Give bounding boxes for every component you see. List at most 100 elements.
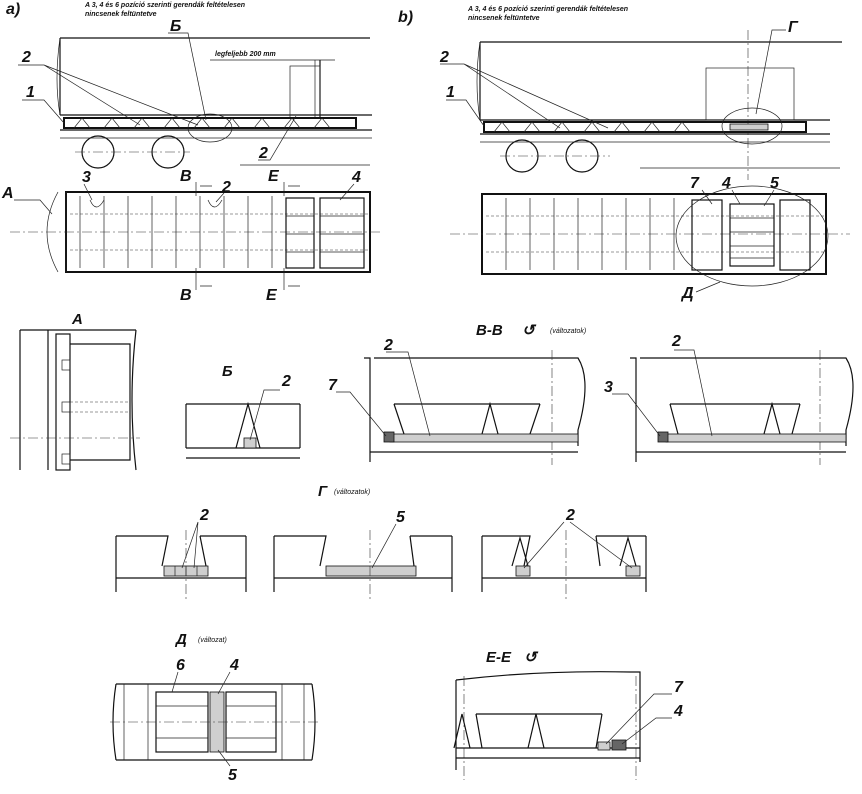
floor-insert-b (729, 123, 769, 131)
view-G3-frame (481, 535, 647, 592)
plan-block-lines (286, 215, 364, 253)
section-VV2-block (657, 431, 669, 443)
leader-1 (22, 99, 65, 124)
plan-b-cross (505, 198, 675, 270)
callout-plan-A: А (1, 185, 14, 202)
leader-b-7 (701, 189, 713, 205)
plan-hatches (89, 199, 223, 208)
wagon-body-outline (59, 37, 372, 131)
section-EE-gussets (453, 713, 545, 749)
variant-b-label: b) (398, 9, 413, 26)
leader-b-2 (440, 63, 609, 129)
view-G-subtitle: (változatok) (334, 489, 370, 496)
view-B-block (243, 437, 257, 449)
leader-b-5 (763, 189, 775, 207)
view-G1-leader (181, 521, 199, 569)
variant-a-note-line1: A 3, 4 és 6 pozíció szerinti gerendák fe… (84, 2, 245, 9)
dimension-note: legfeljebb 200 mm (215, 51, 276, 58)
view-D-outline (112, 683, 316, 761)
callout-plan-3: 3 (82, 169, 91, 186)
callout-b-4: 4 (721, 175, 731, 192)
section-EE-label-7: 7 (674, 679, 684, 696)
section-VV-rotation: ↺ (522, 322, 537, 339)
view-G3-gussets (511, 535, 637, 567)
callout-plan-E-top: Е (268, 168, 280, 185)
callout-b-2: 2 (439, 49, 449, 66)
callout-a-B: Б (170, 18, 181, 35)
leader-b-4 (731, 189, 741, 205)
view-G2-floor (325, 565, 417, 577)
section-EE-leader-7 (605, 693, 672, 745)
callout-b-5: 5 (770, 175, 780, 192)
section-VV2-label-3: 3 (604, 379, 613, 396)
view-B-title: Б (222, 363, 233, 380)
variant-a-label: a) (6, 1, 20, 18)
leader-b-D (695, 281, 721, 293)
section-VV2-leader-2 (674, 349, 713, 437)
callout-plan-E-bottom: Е (266, 287, 278, 304)
view-B-gusset (235, 401, 261, 449)
leader-G (755, 29, 786, 115)
section-VV2-floor (665, 433, 847, 443)
view-A-bolt-2 (61, 401, 71, 413)
view-G-title: Г (318, 483, 328, 500)
callout-b-7: 7 (690, 175, 700, 192)
view-G3-leader (523, 521, 633, 569)
view-B-frame (185, 403, 301, 449)
view-B-leader (249, 389, 280, 441)
leader-b-1 (446, 99, 485, 127)
view-A-title: А (71, 311, 83, 328)
plan-b-block-mid (729, 203, 775, 267)
view-D-label-6: 6 (176, 657, 185, 674)
callout-plan-B-bottom: В (180, 287, 192, 304)
plan-cross-members (65, 192, 273, 272)
gussets-b (493, 121, 691, 133)
section-VV1-floor (389, 433, 579, 443)
section-VV1-gusset (481, 401, 499, 435)
section-VV2-gusset (763, 401, 781, 435)
callout-b-1: 1 (446, 84, 455, 101)
view-D-leader-4 (217, 671, 231, 695)
section-EE-block-4 (611, 739, 627, 751)
view-G3-block-right (625, 565, 641, 577)
detail-circle-A (46, 191, 59, 273)
view-D-leader-5 (217, 749, 231, 767)
wagon-b-outline (479, 41, 842, 135)
variant-a-side-view: a) A 3, 4 és 6 pozíció szerinti gerendák… (6, 1, 372, 169)
plan-b-block-left (691, 199, 723, 271)
leader-2-top (18, 64, 199, 126)
view-G: Г (változatok) 2 5 2 (115, 483, 647, 600)
callout-a-2: 2 (21, 49, 31, 66)
section-VV2-label-2: 2 (671, 333, 681, 350)
variant-b-note-line2: nincsenek feltüntetve (468, 15, 540, 22)
view-G2-frame (273, 535, 453, 592)
plan-b-block-right (779, 199, 811, 271)
view-G1-label-2: 2 (199, 507, 209, 524)
view-G1-frame (115, 535, 247, 592)
view-A-bolt-1 (61, 359, 71, 371)
leader-B (168, 32, 207, 121)
leader-A (14, 199, 53, 215)
section-EE-leader-4 (621, 717, 672, 745)
section-VV2-body (630, 357, 854, 462)
view-G3-block-left (515, 565, 531, 577)
variant-b-side-view: b) A 3, 4 és 6 pozíció szerinti gerendák… (398, 6, 842, 180)
section-VV2-panel (669, 403, 801, 435)
view-D-slats (156, 705, 276, 739)
section-VV1-panel (393, 403, 541, 435)
section-VV1-body (364, 357, 586, 462)
plan-block-E (285, 197, 315, 269)
plan-b-longitudinals (486, 215, 826, 253)
view-D-subtitle: (változat) (198, 637, 227, 644)
section-EE-rotation: ↺ (524, 649, 539, 666)
plan-b-mid-slats (730, 217, 774, 259)
view-A: А (10, 311, 140, 471)
section-EE-label-4: 4 (673, 703, 683, 720)
plan-block-4 (319, 197, 365, 269)
view-D-title: Д (174, 631, 187, 648)
door-frame (289, 65, 321, 119)
section-EE-panel (475, 713, 603, 749)
section-E-bottom (283, 268, 300, 290)
view-D-leader-6 (171, 671, 179, 693)
